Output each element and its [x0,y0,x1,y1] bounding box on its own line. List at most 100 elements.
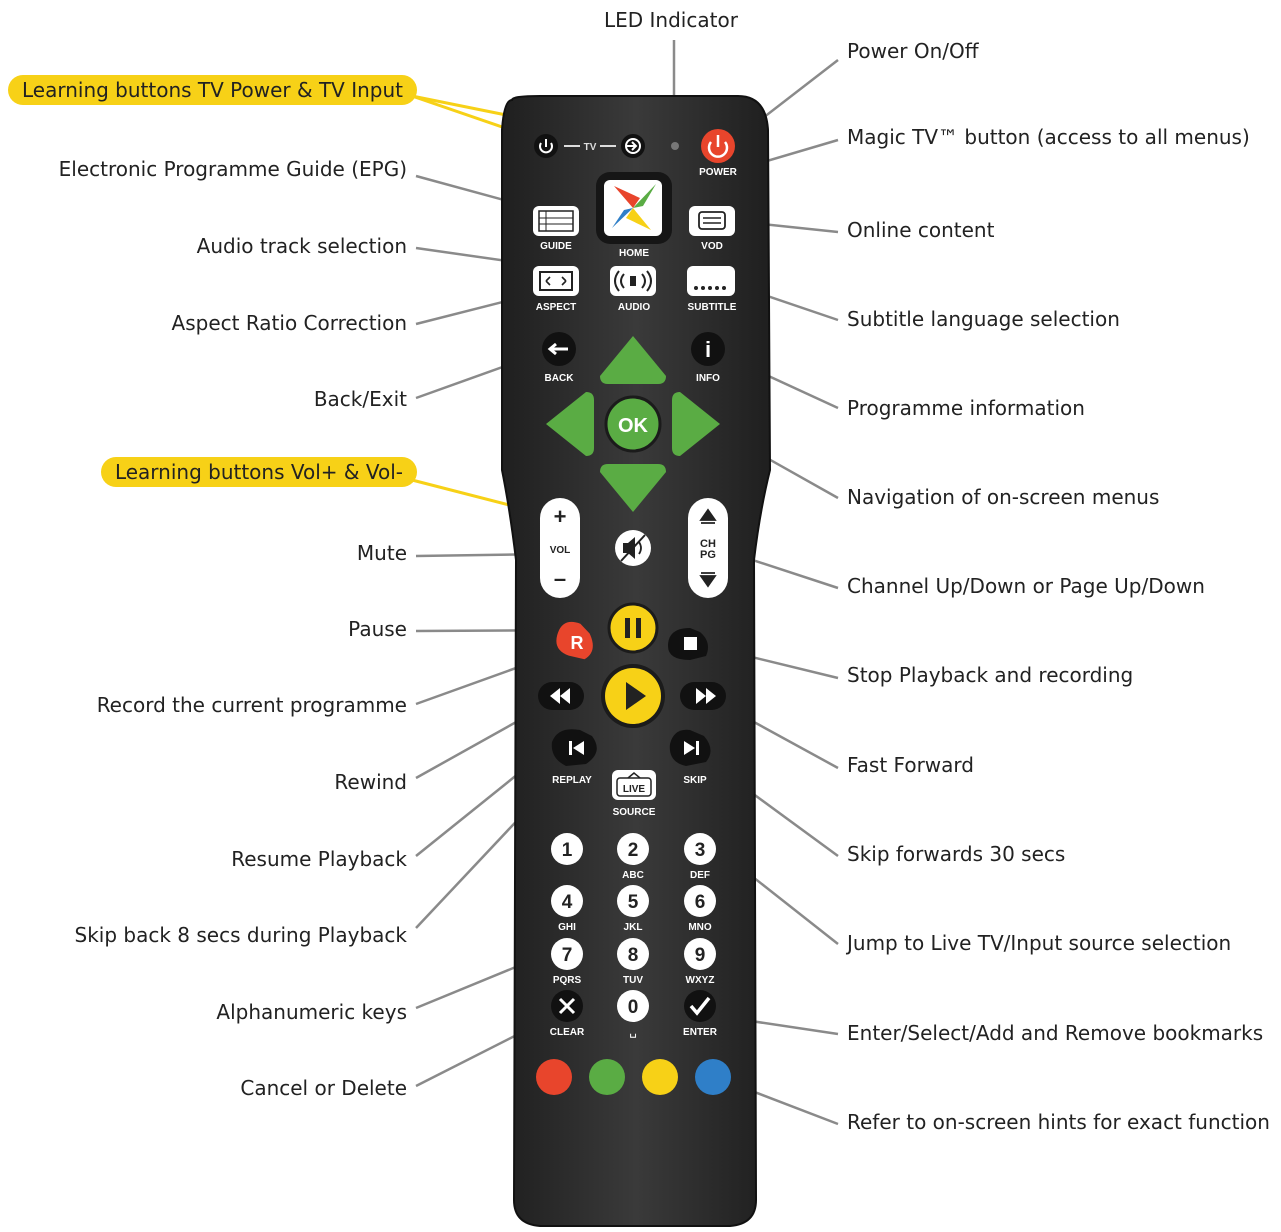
callout-epg: Electronic Programme Guide (EPG) [58,157,407,181]
tv-power-button[interactable] [534,134,558,158]
key-5-letters: JKL [624,922,643,933]
key-9-button[interactable]: 9 [684,938,716,970]
replay-button[interactable] [551,729,597,766]
key-7-button[interactable]: 7 [551,938,583,970]
tv-input-button[interactable] [621,134,645,158]
zero-label: 0 [628,997,639,1018]
callout-enter: Enter/Select/Add and Remove bookmarks [847,1021,1264,1045]
key-3-label: 3 [695,840,706,861]
callout-alnum: Alphanumeric keys [216,1000,407,1024]
back-caption: BACK [545,373,575,384]
skip-caption: SKIP [683,775,707,786]
clear-button[interactable] [551,990,583,1022]
key-6-letters: MNO [688,922,712,933]
led-indicator-label: LED Indicator [604,8,738,32]
callout-skipback: Skip back 8 secs during Playback [74,923,407,947]
callout-audio: Audio track selection [196,234,407,258]
dpad: OK [546,336,720,512]
key-6-button[interactable]: 6 [684,885,716,917]
live-label: LIVE [623,784,646,795]
yellow-key-button[interactable] [642,1059,678,1095]
home-button[interactable] [596,172,672,244]
back-button[interactable] [542,332,576,366]
callout-online: Online content [847,218,995,242]
key-7-label: 7 [562,945,573,966]
vol-minus-button[interactable]: – [554,566,566,591]
key-2-button[interactable]: 2 [617,833,649,865]
vol-plus-button[interactable]: + [554,504,567,529]
key-7-face [551,938,583,970]
key-4-face [551,885,583,917]
key-6-face [684,885,716,917]
info-button[interactable]: i [691,332,725,366]
record-button[interactable]: R [552,618,599,663]
ok-button[interactable] [604,395,662,453]
aspect-caption: ASPECT [536,302,577,313]
green-key-button[interactable] [589,1059,625,1095]
key-5-label: 5 [628,892,639,913]
source-caption: SOURCE [613,807,656,818]
key-4-letters: GHI [558,922,576,933]
key-8-face [617,938,649,970]
dpad-left-button[interactable] [546,392,594,456]
key-5-face [617,885,649,917]
zero-button[interactable]: 0 [617,990,649,1022]
vod-button[interactable] [689,206,735,236]
key-1-button[interactable]: 1 [551,833,583,865]
ch-up-button[interactable] [699,508,717,524]
key-2-label: 2 [628,840,639,861]
callout-rewind: Rewind [334,770,407,794]
dpad-right-button[interactable] [672,392,720,456]
callout-nav: Navigation of on-screen menus [847,485,1160,509]
enter-caption: ENTER [683,1027,718,1038]
key-6-label: 6 [695,892,706,913]
power-caption: POWER [699,167,738,178]
key-5-button[interactable]: 5 [617,885,649,917]
callout-pause: Pause [348,617,407,641]
key-1-face [551,833,583,865]
rewind-button[interactable] [538,682,584,710]
red-key-button[interactable] [536,1059,572,1095]
subtitle-button[interactable] [687,266,735,296]
callout-skipfwd: Skip forwards 30 secs [847,842,1066,866]
stop-button[interactable] [668,628,708,660]
pause-button[interactable] [607,602,659,654]
callout-learn-tv: Learning buttons TV Power & TV Input [7,75,417,105]
pg-label: PG [700,549,716,561]
guide-caption: GUIDE [540,241,572,252]
audio-button[interactable] [610,266,656,296]
dpad-up-button[interactable] [600,336,666,384]
mute-button[interactable] [615,530,651,566]
channel-rocker: CH PG [688,498,728,598]
play-button[interactable] [601,664,665,728]
clear-caption: CLEAR [550,1027,585,1038]
info-glyph: i [705,337,711,362]
key-4-label: 4 [562,892,573,913]
dpad-down-button[interactable] [600,464,666,512]
space-caption: ␣ [629,1024,637,1038]
enter-button[interactable] [684,990,716,1022]
guide-button[interactable] [533,206,579,236]
callout-mute: Mute [356,541,407,565]
fast-forward-button[interactable] [680,682,726,710]
aspect-button[interactable] [533,266,579,296]
callout-ff: Fast Forward [847,753,974,777]
replay-caption: REPLAY [552,775,592,786]
key-3-letters: DEF [690,870,710,881]
key-8-letters: TUV [623,975,643,986]
skip-button[interactable] [669,729,711,766]
live-source-button[interactable]: LIVE [612,770,656,800]
key-2-letters: ABC [622,870,644,881]
key-3-face [684,833,716,865]
blue-key-button[interactable] [695,1059,731,1095]
ch-down-button[interactable] [699,572,717,588]
key-2-face [617,833,649,865]
callout-learn-vol: Learning buttons Vol+ & Vol- [100,457,417,487]
color-keys [536,1059,731,1095]
callout-info: Programme information [847,396,1085,420]
key-3-button[interactable]: 3 [684,833,716,865]
power-button[interactable] [701,129,735,163]
key-4-button[interactable]: 4 [551,885,583,917]
key-8-button[interactable]: 8 [617,938,649,970]
